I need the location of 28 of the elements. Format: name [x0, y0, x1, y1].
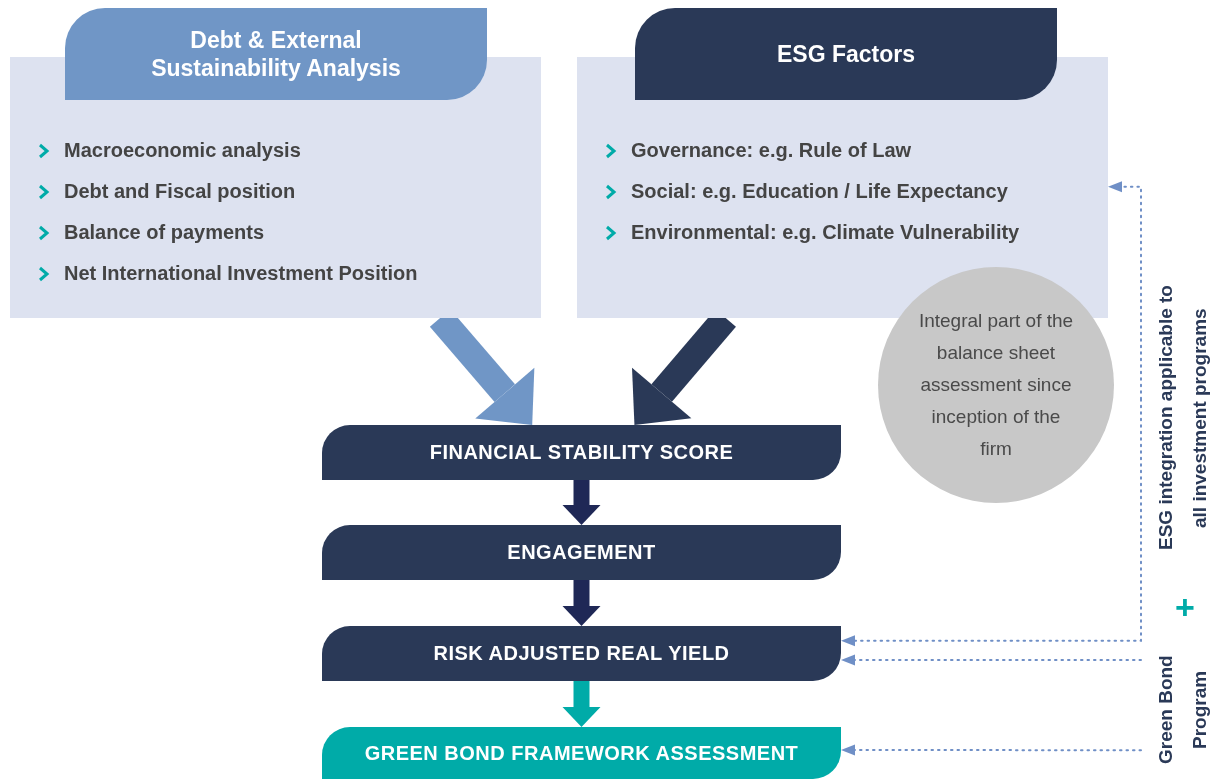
step-label: RISK ADJUSTED REAL YIELD	[433, 642, 730, 665]
bullet-text: Macroeconomic analysis	[64, 139, 301, 162]
process-box	[322, 525, 841, 580]
dotted-arrow	[841, 744, 1142, 756]
dotted-arrow	[1108, 181, 1142, 401]
note-text: Green Bond Program	[1154, 654, 1211, 767]
dotted-arrow	[841, 398, 1142, 647]
block-arrow	[562, 580, 601, 626]
plus-sign: +	[1175, 588, 1195, 627]
dotted-arrow	[841, 654, 1142, 666]
note-text: Integral part of the balance sheet assessment since inception of the firm	[917, 309, 1075, 461]
note-text: ESG integration applicable to all investment programs	[1154, 284, 1211, 553]
bullet-text: Social: e.g. Education / Life Expectancy	[631, 180, 1008, 203]
bullet-text: Net International Investment Position	[64, 262, 418, 285]
step-label: GREEN BOND FRAMEWORK ASSESSMENT	[364, 741, 799, 765]
bullet-text: Debt and Fiscal position	[64, 180, 296, 203]
process-box	[322, 425, 841, 480]
panel-heading: ESG Factors	[776, 40, 915, 68]
bullet-text: Environmental: e.g. Climate Vulnerability	[631, 221, 1020, 244]
bullet-text: Governance: e.g. Rule of Law	[631, 139, 912, 162]
process-box	[322, 626, 841, 681]
panel-heading: Debt & External Sustainability Analysis	[150, 26, 402, 82]
step-label: ENGAGEMENT	[507, 541, 656, 564]
block-arrow	[562, 681, 601, 727]
bullet-text: Balance of payments	[64, 221, 265, 244]
process-box	[322, 727, 841, 779]
block-arrow	[562, 480, 601, 525]
step-label: FINANCIAL STABILITY SCORE	[429, 441, 734, 464]
